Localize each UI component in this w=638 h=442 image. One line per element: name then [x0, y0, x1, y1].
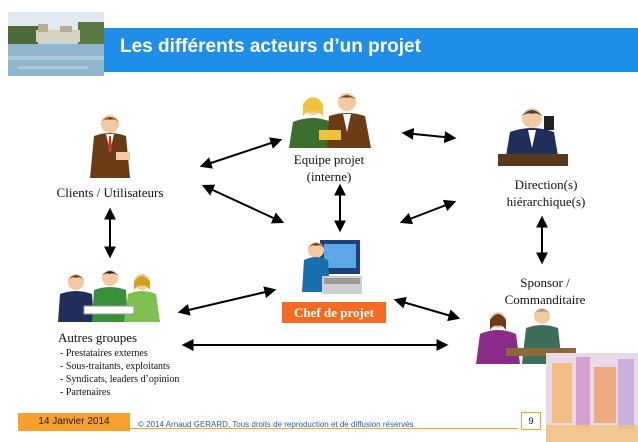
equipe-label-line-1: Equipe projet [293, 152, 365, 167]
arrow-autres-chef [177, 286, 277, 316]
sponsor-label-line-2: Commanditaire [504, 292, 586, 307]
footer-copyright: © 2014 Arnaud GERARD, Tous droits de rep… [138, 420, 414, 429]
autres-groupes-list: - Prestataires externes - Sous-traitants… [60, 347, 179, 399]
equipe-label-line-2: (interne) [306, 169, 352, 184]
direction-label: Direction(s) hiérarchique(s) [496, 176, 596, 210]
chef-figure-image [302, 240, 362, 294]
header-photo-image [8, 12, 104, 76]
autres-groupes-label: Autres groupes [58, 330, 138, 345]
clients-figure-image [90, 115, 130, 178]
list-item: - Syndicats, leaders d’opinion [60, 374, 180, 385]
corner-decoration-image [546, 353, 638, 442]
arrow-equipe-clients [199, 137, 283, 169]
arrow-direction-chef [399, 199, 457, 225]
arrow-clients-chef [201, 184, 285, 224]
direction-label-line-1: Direction(s) [514, 177, 578, 192]
autres-groupes-figure-image [58, 270, 160, 322]
sponsor-label: Sponsor / Commanditaire [490, 274, 600, 308]
slide-title: Les différents acteurs d’un projet [120, 36, 421, 57]
page-number: 9 [521, 412, 541, 430]
arrow-chef-sponsor [393, 296, 461, 322]
direction-label-line-2: hiérarchique(s) [506, 194, 586, 209]
list-item: - Sous-traitants, exploitants [60, 361, 170, 372]
title-band [104, 28, 638, 72]
clients-label: Clients / Utilisateurs [56, 185, 164, 200]
direction-figure-image [498, 108, 568, 166]
footer-date: 14 Janvier 2014 [18, 413, 130, 431]
arrow-equipe-direction [401, 127, 457, 144]
sponsor-label-line-1: Sponsor / [520, 275, 570, 290]
equipe-figure-image [289, 93, 371, 148]
footer-divider [130, 428, 518, 429]
chef-de-projet-box: Chef de projet [282, 302, 386, 323]
list-item: - Partenaires [60, 387, 111, 398]
list-item: - Prestataires externes [60, 348, 148, 359]
equipe-projet-label: Equipe projet (interne) [284, 151, 374, 185]
slide-header: Les différents acteurs d’un projet [0, 0, 638, 76]
